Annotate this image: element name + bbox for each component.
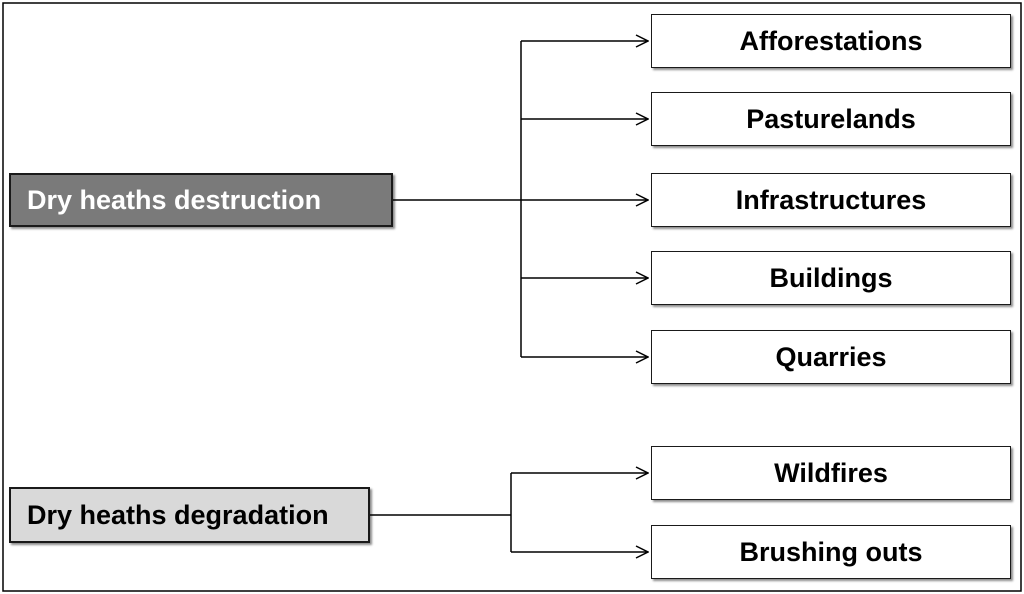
node-label: Pasturelands [746,103,916,134]
node-label: Wildfires [774,457,888,488]
node-buildings: Buildings [651,251,1011,305]
node-label: Brushing outs [739,536,923,567]
node-label: Quarries [775,341,887,372]
node-label: Infrastructures [735,184,927,215]
node-label: Buildings [769,262,893,293]
node-quarries: Quarries [651,330,1011,384]
node-wildfires: Wildfires [651,446,1011,500]
degradation-connectors [370,473,648,552]
node-brushing-outs: Brushing outs [651,525,1011,579]
node-infrastructures: Infrastructures [651,173,1011,227]
node-label: Dry heaths degradation [27,499,329,530]
destruction-connectors [393,41,648,357]
node-dry-heaths-degradation: Dry heaths degradation [9,487,370,543]
node-pasturelands: Pasturelands [651,92,1011,146]
node-dry-heaths-destruction: Dry heaths destruction [9,173,393,227]
node-afforestations: Afforestations [651,14,1011,68]
node-label: Afforestations [739,25,923,56]
node-label: Dry heaths destruction [27,184,322,215]
